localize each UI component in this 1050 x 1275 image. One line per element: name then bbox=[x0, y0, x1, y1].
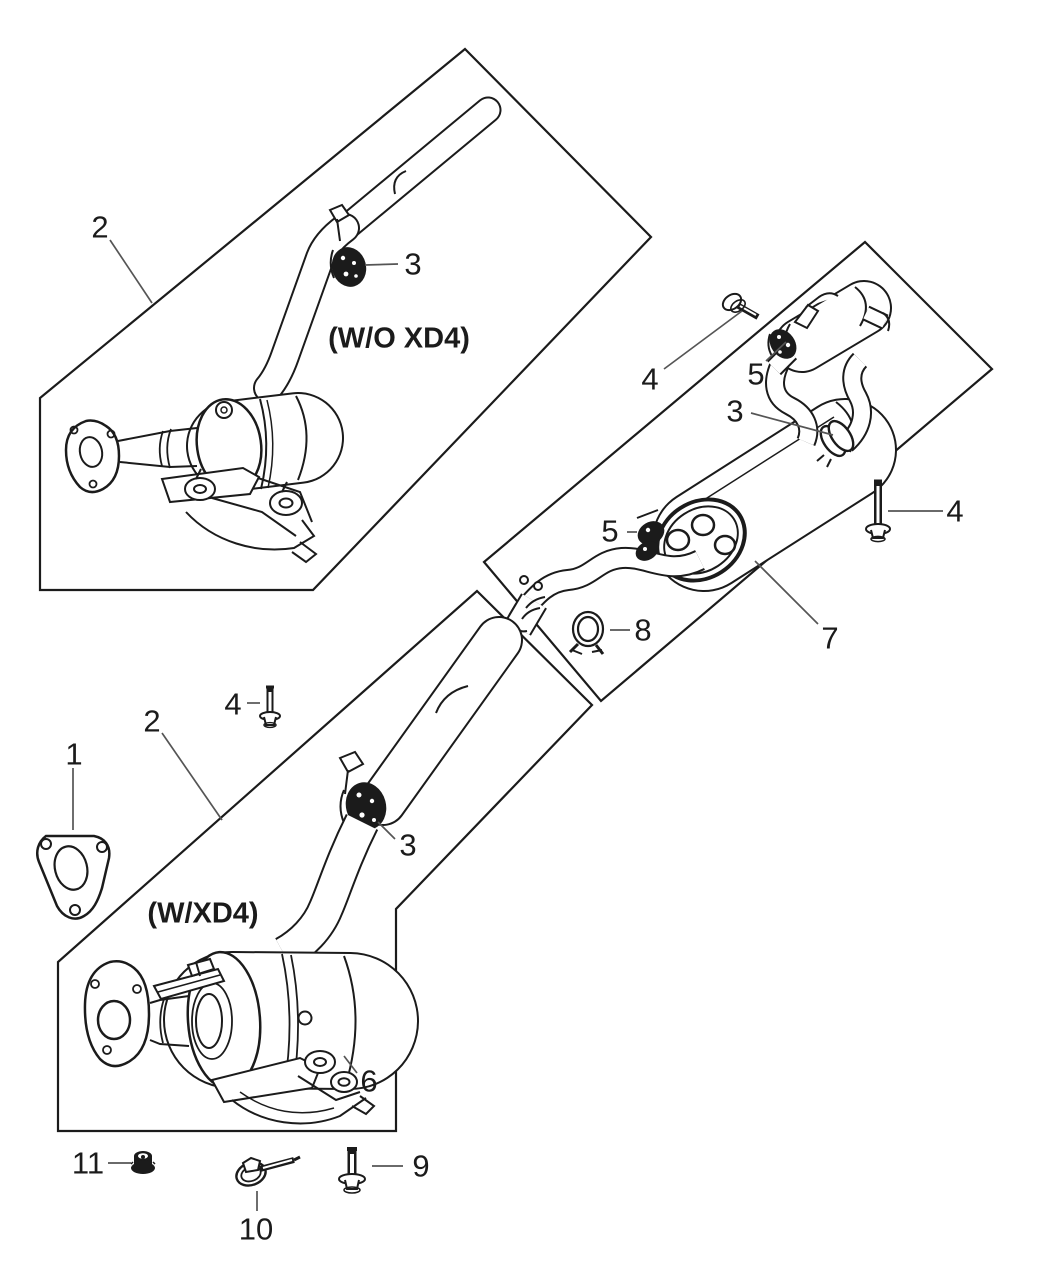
fastener-nut-11 bbox=[130, 1151, 156, 1174]
leader-6 bbox=[343, 1055, 358, 1074]
fastener-screw-10 bbox=[235, 1155, 301, 1187]
callout-2-converter: 2 bbox=[91, 209, 109, 245]
downpipe-core bbox=[255, 215, 358, 401]
callout-3-band-clamp: 3 bbox=[726, 393, 744, 429]
gasket-hole bbox=[96, 841, 108, 853]
callout-11-nut: 11 bbox=[71, 1145, 105, 1181]
gasket-hole bbox=[69, 904, 81, 916]
pipe-hanger-clevis bbox=[328, 203, 351, 242]
flange-port bbox=[96, 999, 132, 1041]
callout-4-bolt-lower: 4 bbox=[224, 686, 242, 722]
rear-elbow-core bbox=[840, 354, 870, 451]
panel-wo-xd4-outline bbox=[38, 47, 653, 592]
muffler-assembly bbox=[505, 280, 897, 655]
inlet-bell-rings bbox=[521, 596, 546, 620]
converter-end-seam bbox=[295, 395, 308, 481]
pipe-seam bbox=[393, 170, 407, 195]
flange-hole bbox=[88, 479, 98, 489]
v-band-clamp-8 bbox=[568, 610, 605, 655]
top-strap-bracket bbox=[152, 957, 226, 1001]
muffler-face-hole bbox=[665, 528, 691, 552]
inlet-flange bbox=[64, 419, 121, 494]
dpf-inlet-ring bbox=[195, 993, 223, 1049]
leader-3-lower bbox=[377, 821, 396, 840]
ball-joint-clamp-3 bbox=[329, 247, 367, 287]
leader-5-upper bbox=[765, 341, 787, 362]
leader-2-lower bbox=[161, 732, 223, 821]
callout-2-converter-xd4: 2 bbox=[143, 703, 161, 739]
resonator-hanger bbox=[793, 292, 839, 330]
sensor-boss bbox=[215, 401, 233, 419]
gasket-port bbox=[53, 845, 89, 891]
callout-1-gasket: 1 bbox=[65, 736, 83, 772]
callout-5-clamp: 5 bbox=[747, 356, 765, 392]
outlet-pipe-large-core bbox=[361, 618, 521, 824]
leader-4-mid bbox=[663, 310, 743, 370]
muffler-face-hole bbox=[713, 534, 737, 556]
exhaust-flange-gasket-1 bbox=[36, 834, 111, 920]
resonator-end-seam bbox=[854, 286, 867, 327]
leader-3-upper bbox=[364, 263, 399, 266]
flange-hole bbox=[106, 429, 116, 439]
converter-assembly-wo-xd4 bbox=[64, 96, 502, 564]
ball-joint-clamp-3 bbox=[339, 782, 387, 830]
fastener-bolt-9 bbox=[338, 1147, 366, 1194]
resonator-downpipe-core bbox=[767, 356, 817, 446]
clamp-5-lower bbox=[635, 509, 665, 561]
flange-port bbox=[78, 436, 104, 468]
leader-3-muffler bbox=[750, 412, 834, 436]
pipe-seam bbox=[435, 685, 469, 714]
callout-5-hanger: 5 bbox=[601, 513, 619, 549]
tailpipe-tip-core bbox=[863, 307, 888, 328]
inlet-flange-tab bbox=[519, 575, 529, 585]
bolt-4-vertical bbox=[865, 479, 891, 543]
variant-label-w-xd4: (W/XD4) bbox=[147, 897, 259, 930]
inlet-cone bbox=[117, 427, 198, 469]
converter-shield-seam2 bbox=[266, 399, 274, 489]
support-bracket-6 bbox=[210, 1050, 376, 1125]
cone-rings bbox=[158, 428, 172, 469]
outlet-pipe-core bbox=[335, 98, 500, 239]
flange-hole bbox=[102, 1045, 112, 1055]
panel-outlines bbox=[38, 47, 994, 1133]
flange-hole bbox=[90, 979, 100, 989]
callout-4-bolt: 4 bbox=[641, 361, 659, 397]
variant-label-wo-xd4: (W/O XD4) bbox=[328, 322, 470, 355]
tailpipe-end bbox=[882, 312, 891, 332]
sensor-boss bbox=[297, 1010, 313, 1026]
support-bracket bbox=[160, 466, 318, 564]
leader-7 bbox=[754, 560, 819, 625]
pipe-hanger-clevis bbox=[338, 750, 365, 795]
inlet-flange-tab bbox=[533, 581, 543, 591]
inlet-cone bbox=[149, 995, 190, 1047]
panel-w-xd4-outline bbox=[56, 589, 594, 1133]
callout-8-clamp: 8 bbox=[634, 612, 652, 648]
callout-6-insulator: 6 bbox=[360, 1063, 378, 1099]
muffler-inlet-pipe-core bbox=[510, 548, 705, 625]
resonator-body-core bbox=[776, 282, 890, 371]
callout-3-clamp-lower: 3 bbox=[399, 827, 417, 863]
inlet-flange bbox=[83, 960, 151, 1068]
leader-lines bbox=[72, 239, 943, 1211]
callout-10-screw: 10 bbox=[238, 1211, 274, 1247]
bolt-4-vertical bbox=[259, 685, 281, 729]
callout-9-bolt: 9 bbox=[412, 1148, 430, 1184]
downpipe-large-core bbox=[275, 814, 377, 968]
leader-2-upper bbox=[109, 239, 153, 304]
gasket-hole bbox=[40, 838, 52, 850]
callout-7-muffler: 7 bbox=[821, 620, 839, 656]
panel-muffler-outline bbox=[482, 240, 994, 703]
callout-4-bolt-right: 4 bbox=[946, 493, 964, 529]
muffler-face-hole bbox=[690, 513, 716, 537]
flange-hole bbox=[69, 425, 79, 435]
converter-assembly-w-xd4 bbox=[83, 616, 523, 1125]
cone-ring bbox=[159, 998, 165, 1044]
bolt-4-angled bbox=[721, 292, 760, 320]
dpf-end-seam bbox=[343, 955, 357, 1085]
flange-hole bbox=[132, 984, 142, 994]
sensor-boss-hole bbox=[220, 406, 228, 414]
callout-3-clamp: 3 bbox=[404, 246, 422, 282]
